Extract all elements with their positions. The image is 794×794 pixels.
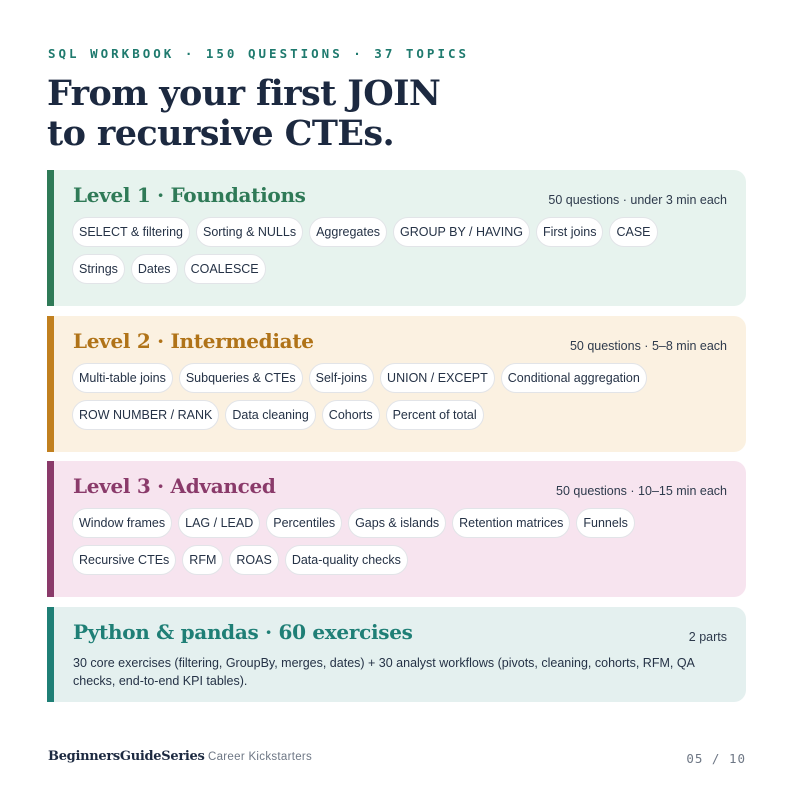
- topic-chip: ROW NUMBER / RANK: [72, 400, 220, 430]
- topic-chip: Strings: [72, 254, 125, 284]
- eyebrow: SQL WORKBOOK · 150 QUESTIONS · 37 TOPICS: [48, 46, 470, 61]
- level-3-card: Level 3 · Advanced 50 questions · 10–15 …: [47, 461, 746, 597]
- topic-chip: First joins: [535, 217, 604, 247]
- topic-chip: Sorting & NULLs: [195, 217, 304, 247]
- python-meta: 2 parts: [688, 630, 727, 644]
- topic-chip: GROUP BY / HAVING: [393, 217, 530, 247]
- page-title-line-2: to recursive CTEs.: [47, 113, 395, 154]
- footer-subtitle: Career Kickstarters: [208, 751, 313, 763]
- topic-chip: Data cleaning: [225, 400, 316, 430]
- topic-chip: UNION / EXCEPT: [380, 363, 495, 393]
- topic-chip: ROAS: [229, 545, 279, 575]
- level-3-meta: 50 questions · 10–15 min each: [556, 484, 727, 498]
- page-title: From your first JOIN to recursive CTEs.: [47, 74, 607, 154]
- topic-chip: COALESCE: [183, 254, 266, 284]
- level-2-meta: 50 questions · 5–8 min each: [569, 339, 727, 353]
- topic-chip: Percentiles: [266, 508, 343, 538]
- topic-chip: Self-joins: [308, 363, 375, 393]
- level-1-card: Level 1 · Foundations 50 questions · und…: [47, 170, 746, 306]
- topic-chip: Gaps & islands: [348, 508, 447, 538]
- topic-chip: SELECT & filtering: [72, 217, 190, 247]
- python-title: Python & pandas · 60 exercises: [73, 620, 413, 644]
- topic-chip: Data-quality checks: [284, 545, 408, 575]
- topic-chip: Dates: [130, 254, 178, 284]
- topic-chip: Recursive CTEs: [72, 545, 177, 575]
- level-3-accent-bar: [47, 461, 54, 597]
- topic-chip: Percent of total: [385, 400, 484, 430]
- topic-chip: Funnels: [576, 508, 635, 538]
- level-3-topics: Window frames LAG / LEAD Percentiles Gap…: [72, 508, 712, 575]
- topic-chip: Cohorts: [321, 400, 380, 430]
- python-description: 30 core exercises (filtering, GroupBy, m…: [73, 656, 695, 688]
- level-3-title: Level 3 · Advanced: [73, 474, 276, 498]
- level-1-title: Level 1 · Foundations: [73, 183, 306, 207]
- python-accent-bar: [47, 607, 54, 702]
- level-1-topics: SELECT & filtering Sorting & NULLs Aggre…: [72, 217, 712, 284]
- python-card: Python & pandas · 60 exercises 2 parts 3…: [47, 607, 746, 702]
- topic-chip: Retention matrices: [452, 508, 571, 538]
- footer-brand: BeginnersGuideSeries: [48, 749, 205, 764]
- level-2-accent-bar: [47, 316, 54, 452]
- topic-chip: LAG / LEAD: [178, 508, 261, 538]
- level-2-card: Level 2 · Intermediate 50 questions · 5–…: [47, 316, 746, 452]
- topic-chip: Multi-table joins: [72, 363, 173, 393]
- level-1-meta: 50 questions · under 3 min each: [548, 193, 727, 207]
- page-number: 05 / 10: [686, 751, 746, 766]
- topic-chip: CASE: [609, 217, 658, 247]
- level-2-topics: Multi-table joins Subqueries & CTEs Self…: [72, 363, 712, 430]
- level-1-accent-bar: [47, 170, 54, 306]
- footer-separator: ·: [198, 750, 202, 762]
- topic-chip: RFM: [182, 545, 224, 575]
- topic-chip: Window frames: [72, 508, 173, 538]
- topic-chip: Conditional aggregation: [500, 363, 647, 393]
- topic-chip: Aggregates: [309, 217, 388, 247]
- topic-chip: Subqueries & CTEs: [178, 363, 303, 393]
- page-title-line-1: From your first JOIN: [47, 73, 441, 114]
- level-2-title: Level 2 · Intermediate: [73, 329, 314, 353]
